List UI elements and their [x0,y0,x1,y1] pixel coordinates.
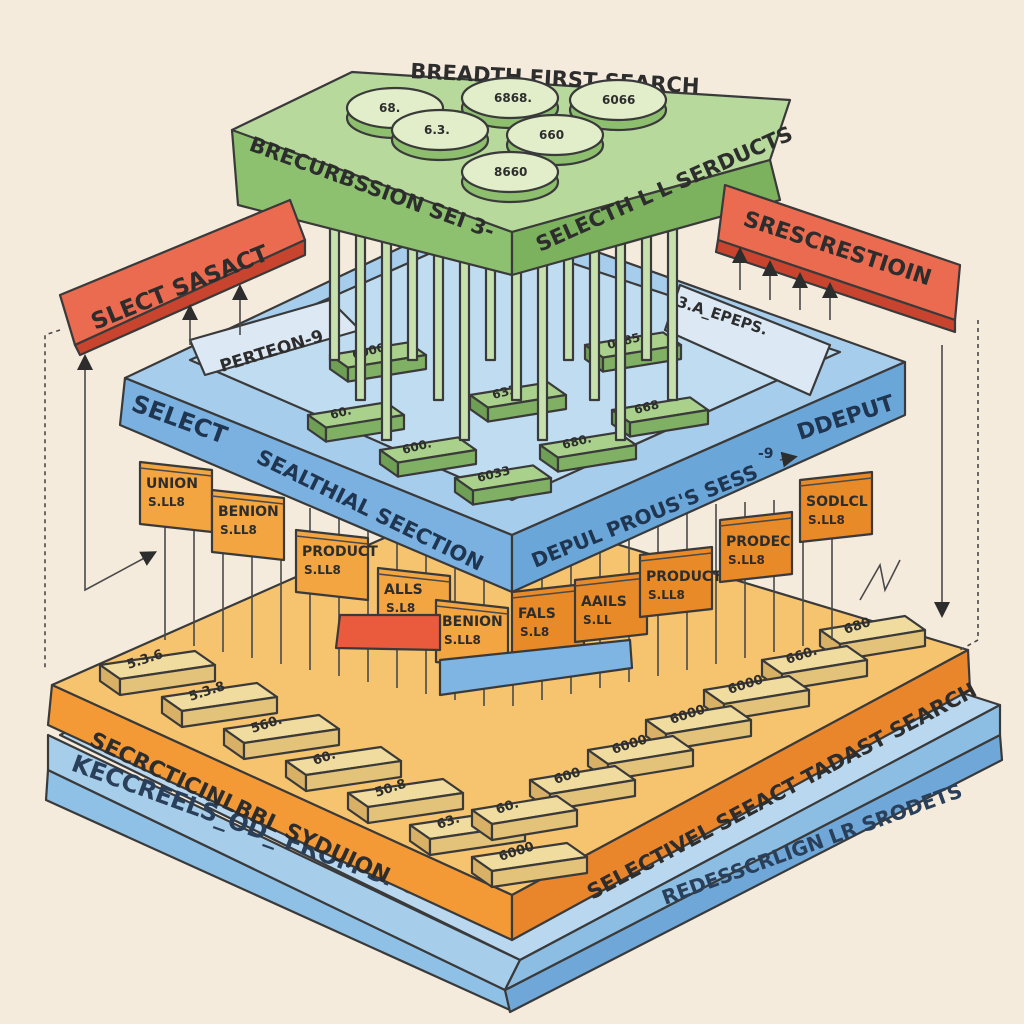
orange-block: BENION S.LL8 [210,488,286,562]
orange-block: PRODUCT S.LL8 [638,545,722,619]
bottom-left-tile: 5.3.8 [160,679,279,729]
orange-block-sub: S.LL8 [808,513,845,527]
orange-block-label: BENION [442,614,503,630]
orange-block-label: FALS [518,606,556,622]
orange-block-label: BENION [218,504,279,520]
middle-tile: 6033 [453,463,553,506]
bottom-left-tile: 50.8 [346,777,465,825]
bottom-left-tile-label: 60. [311,747,338,768]
orange-block: BENION S.LL8 [434,598,510,672]
orange-block-sub: S.L8 [386,601,415,615]
top-discs: 68. 6868. 6066 6.3. 660 8660 [345,76,668,204]
pillar [640,218,653,362]
disc-label: 68. [379,101,400,115]
bottom-left-tile: 5.3.6 [98,647,217,697]
orange-block: PRODUCT S.LL8 [294,528,378,602]
orange-block-label: PRODEC [726,534,790,550]
disc-label: 6868. [494,91,532,105]
pillar [380,218,393,442]
disc: 6.3. [390,108,490,162]
middle-arrow-label: -9 [758,446,774,462]
orange-block-label: ALLS [384,582,423,598]
bottom-right-tile: 6000 [644,702,753,752]
disc: 8660 [460,150,560,204]
bottom-left-tile: 6000 [470,839,589,889]
orange-block-sub: S.L8 [520,625,549,639]
guide-arrows [44,247,979,670]
disc-label: 6066 [602,93,635,107]
orange-block: SODLCL S.LL8 [798,470,874,544]
orange-block-sub: S.LL8 [728,553,765,567]
orange-block: UNION S.LL8 [138,460,214,534]
middle-tile-label: 600. [401,436,433,457]
bottom-right-tile: 660. [760,644,869,692]
orange-block: PRODEC S.LL8 [718,510,794,584]
orange-block-label: UNION [146,476,198,492]
middle-tile-label: 668 [633,397,661,417]
bottom-right-tile-label: 60. [494,796,521,817]
orange-block: AAILS S.LL [573,570,649,644]
left-tag [58,198,307,357]
orange-block-sub: S.LL [583,613,612,627]
orange-block-sub: S.LL8 [220,523,257,537]
orange-block-sub: S.LL8 [148,495,185,509]
orange-block-label: SODLCL [806,494,868,510]
red-bar [334,613,442,652]
orange-block-sub: S.LL8 [304,563,341,577]
pillar [354,222,367,402]
middle-tile: 680. [538,431,638,473]
orange-block-sub: S.LL8 [444,633,481,647]
orange-block-label: PRODUCT [646,569,722,585]
middle-tile-label: 680. [561,431,593,452]
bottom-right-tile: 60. [470,794,579,842]
bottom-left-tile-label: 63. [435,811,462,832]
orange-block-label: AAILS [581,594,627,610]
disc: 6066 [568,78,668,132]
bottom-left-tile: 60. [284,745,403,793]
disc-label: 8660 [494,165,527,179]
pillar [666,222,679,402]
blue-bar [438,638,634,697]
middle-tile-label: 60. [329,403,353,422]
orange-block-sub: S.LL8 [648,588,685,602]
disc-label: 660 [539,128,564,142]
pillar [614,214,627,442]
orange-block-row: UNIONS.LL8BENIONS.LL8PRODUCTS.LL8ALLSS.L… [138,460,874,672]
middle-tile: 668 [610,396,710,438]
middle-tile: 600. [378,436,478,478]
disc-label: 6.3. [424,123,450,137]
pillar [328,226,341,362]
orange-block-label: PRODUCT [302,544,378,560]
orange-block: FALS S.L8 [510,582,586,656]
